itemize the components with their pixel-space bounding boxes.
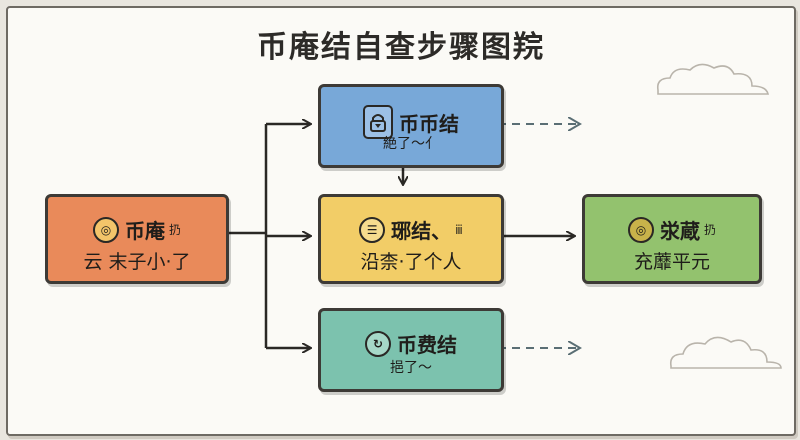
refresh-icon: ↻ — [365, 330, 391, 357]
node-middle: ☰ 琊结、 ⅲ 沿柰·了个人 — [318, 194, 504, 284]
lock-icon — [363, 105, 393, 139]
cloud-decoration-bottom-right — [669, 336, 782, 369]
diagram-title: 币庵结自查步骤图羦 — [257, 30, 545, 65]
node-start-suffix: 扔 — [168, 223, 181, 237]
node-bottom: ↻ 币费结 挹了～ — [318, 308, 504, 392]
diagram-canvas: 币庵结自查步骤图羦 ◎ — [6, 6, 796, 436]
node-top: 币币结 絶了～亻 — [318, 84, 504, 168]
node-end-suffix: 扔 — [703, 223, 716, 237]
node-middle-title: 琊结、 — [391, 219, 452, 243]
list-icon: ☰ — [359, 216, 386, 243]
node-end-subtitle: 充蘼平元 — [633, 251, 710, 273]
node-top-title: 币币结 — [399, 111, 459, 136]
node-middle-suffix: ⅲ — [455, 222, 463, 237]
coin-icon: ◎ — [92, 216, 119, 243]
node-middle-subtitle: 沿柰·了个人 — [360, 251, 462, 273]
node-start: ◎ 币庵 扔 云 末子小·了 — [45, 194, 229, 284]
node-bottom-title: 币费结 — [397, 333, 457, 357]
coin-icon: ◎ — [627, 216, 654, 243]
node-start-title: 币庵 — [124, 219, 165, 243]
connector-layer — [223, 8, 794, 434]
node-end: ◎ 泶蔵 扔 充蘼平元 — [582, 194, 762, 284]
node-end-title: 泶蔵 — [659, 219, 700, 243]
connector-start-branch — [223, 124, 268, 348]
node-bottom-subtitle: 挹了～ — [390, 360, 432, 376]
cloud-decoration-right — [656, 63, 770, 95]
node-top-subtitle: 絶了～亻 — [383, 136, 439, 152]
node-start-subtitle: 云 末子小·了 — [83, 251, 191, 273]
